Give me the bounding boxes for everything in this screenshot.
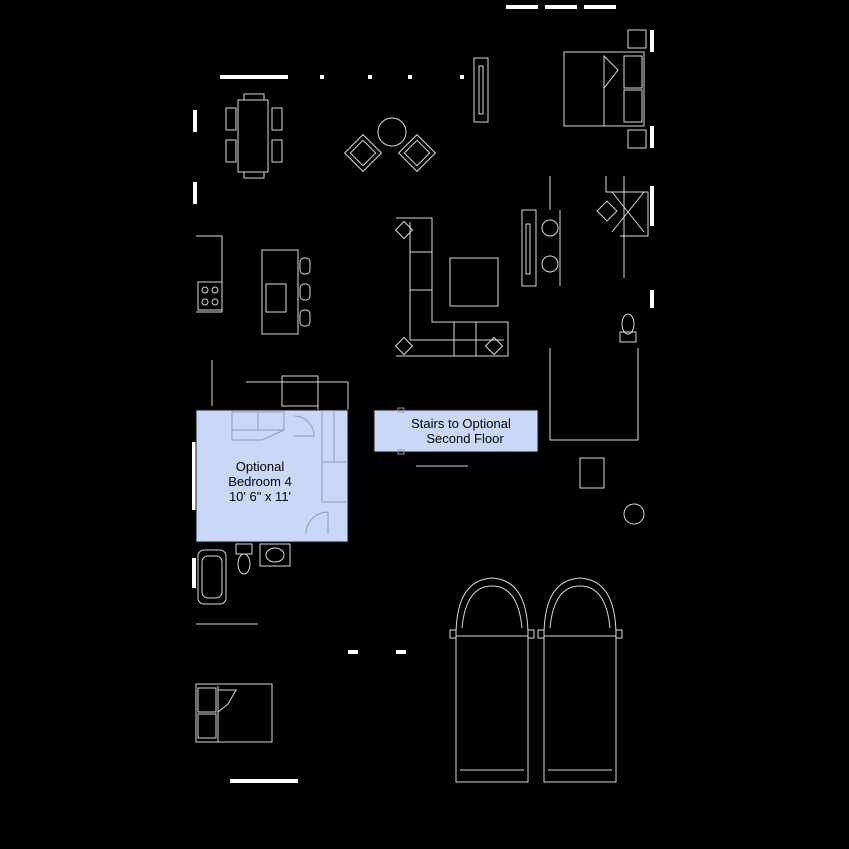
hall-bath (196, 543, 291, 625)
car-right (537, 577, 623, 783)
master-bath (549, 313, 645, 525)
bedroom-name-line2: Bedroom 4 (228, 474, 292, 489)
sectional-sofa (394, 217, 509, 357)
right-wall-unit (521, 176, 625, 287)
bedroom-name-line1: Optional (236, 459, 285, 474)
window-bedroom-left (192, 442, 196, 510)
window-top-2 (545, 5, 577, 9)
stairs-to-second-floor: Stairs to Optional Second Floor (373, 407, 539, 467)
kitchen (196, 235, 311, 406)
lounge-chairs (343, 117, 437, 173)
window-left-1 (193, 110, 197, 132)
fireplace (473, 57, 489, 123)
car-left (449, 577, 535, 783)
window-bath-left (192, 558, 196, 588)
hall-cabinets (246, 375, 349, 410)
optional-bedroom-4: Optional Bedroom 4 10' 6" x 11' (195, 409, 349, 543)
window-dot-1 (320, 75, 324, 79)
window-dot-4 (460, 75, 464, 79)
garage-cars (449, 577, 623, 783)
window-dining-top (220, 75, 288, 79)
window-garage-1 (348, 650, 358, 654)
master-stair-detail (596, 176, 649, 237)
window-right-1 (650, 30, 654, 52)
window-dot-3 (408, 75, 412, 79)
window-right-4 (650, 290, 654, 308)
window-right-2 (650, 126, 654, 148)
window-left-2 (193, 182, 197, 204)
stairs-label-line2: Second Floor (426, 431, 504, 446)
window-bottom (230, 779, 298, 783)
secondary-bed (195, 683, 273, 743)
dining-table (225, 93, 283, 179)
window-dot-2 (368, 75, 372, 79)
bedroom-4-area (195, 409, 349, 543)
window-top-1 (506, 5, 538, 9)
stairs-area (373, 409, 539, 453)
stairs-label-line1: Stairs to Optional (411, 416, 511, 431)
window-garage-2 (396, 650, 406, 654)
exterior-windows (192, 5, 654, 783)
master-bed (563, 29, 647, 149)
bedroom-size: 10' 6" x 11' (229, 489, 291, 504)
window-top-3 (584, 5, 616, 9)
window-right-3 (650, 186, 654, 226)
